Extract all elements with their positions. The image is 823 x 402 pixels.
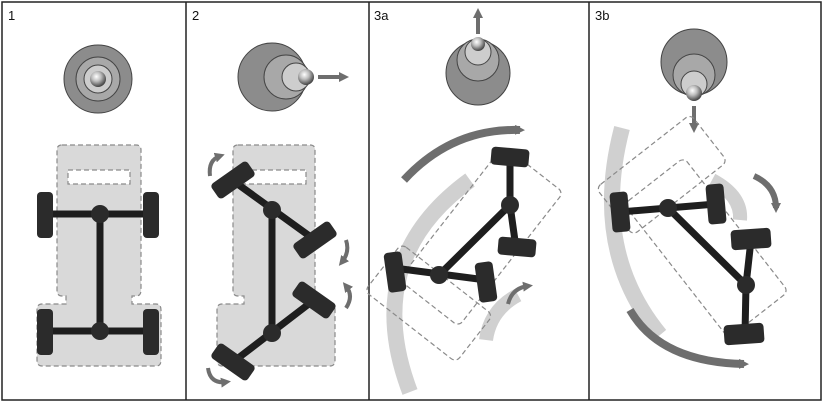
pivot-joint (430, 266, 448, 284)
wheel (383, 146, 537, 303)
panel-label: 3b (595, 8, 609, 23)
arrow-icon (401, 124, 525, 183)
chassis-outline (366, 147, 562, 361)
joystick-icon (237, 42, 314, 112)
rotation-arrow-icon (752, 173, 781, 213)
panel-3a: 3a (366, 8, 562, 395)
pivot-joint (91, 205, 109, 223)
panel-3b: 3b (595, 8, 787, 369)
track-arc (708, 173, 748, 221)
joystick-icon (445, 37, 511, 106)
panel-2: 2 (192, 8, 354, 388)
panel-label: 3a (374, 8, 389, 23)
pivot-joint (659, 199, 677, 217)
rotation-arrow-icon (506, 281, 533, 305)
panel-label: 2 (192, 8, 199, 23)
arrow-icon (626, 307, 749, 369)
pivot-joint (91, 322, 109, 340)
pivot-joint (501, 196, 519, 214)
wheel (37, 192, 159, 355)
rotation-arrow-icon (206, 152, 354, 388)
pivot-joint (263, 324, 281, 342)
panel-1: 1 (8, 8, 162, 367)
joystick-icon (660, 28, 728, 101)
track-arc (479, 288, 522, 342)
pivot-joint (263, 201, 281, 219)
wheel (609, 183, 772, 346)
joystick-icon (63, 44, 133, 114)
panel-label: 1 (8, 8, 15, 23)
track-arc (603, 125, 667, 341)
pivot-joint (737, 276, 755, 294)
wheel (211, 161, 337, 381)
